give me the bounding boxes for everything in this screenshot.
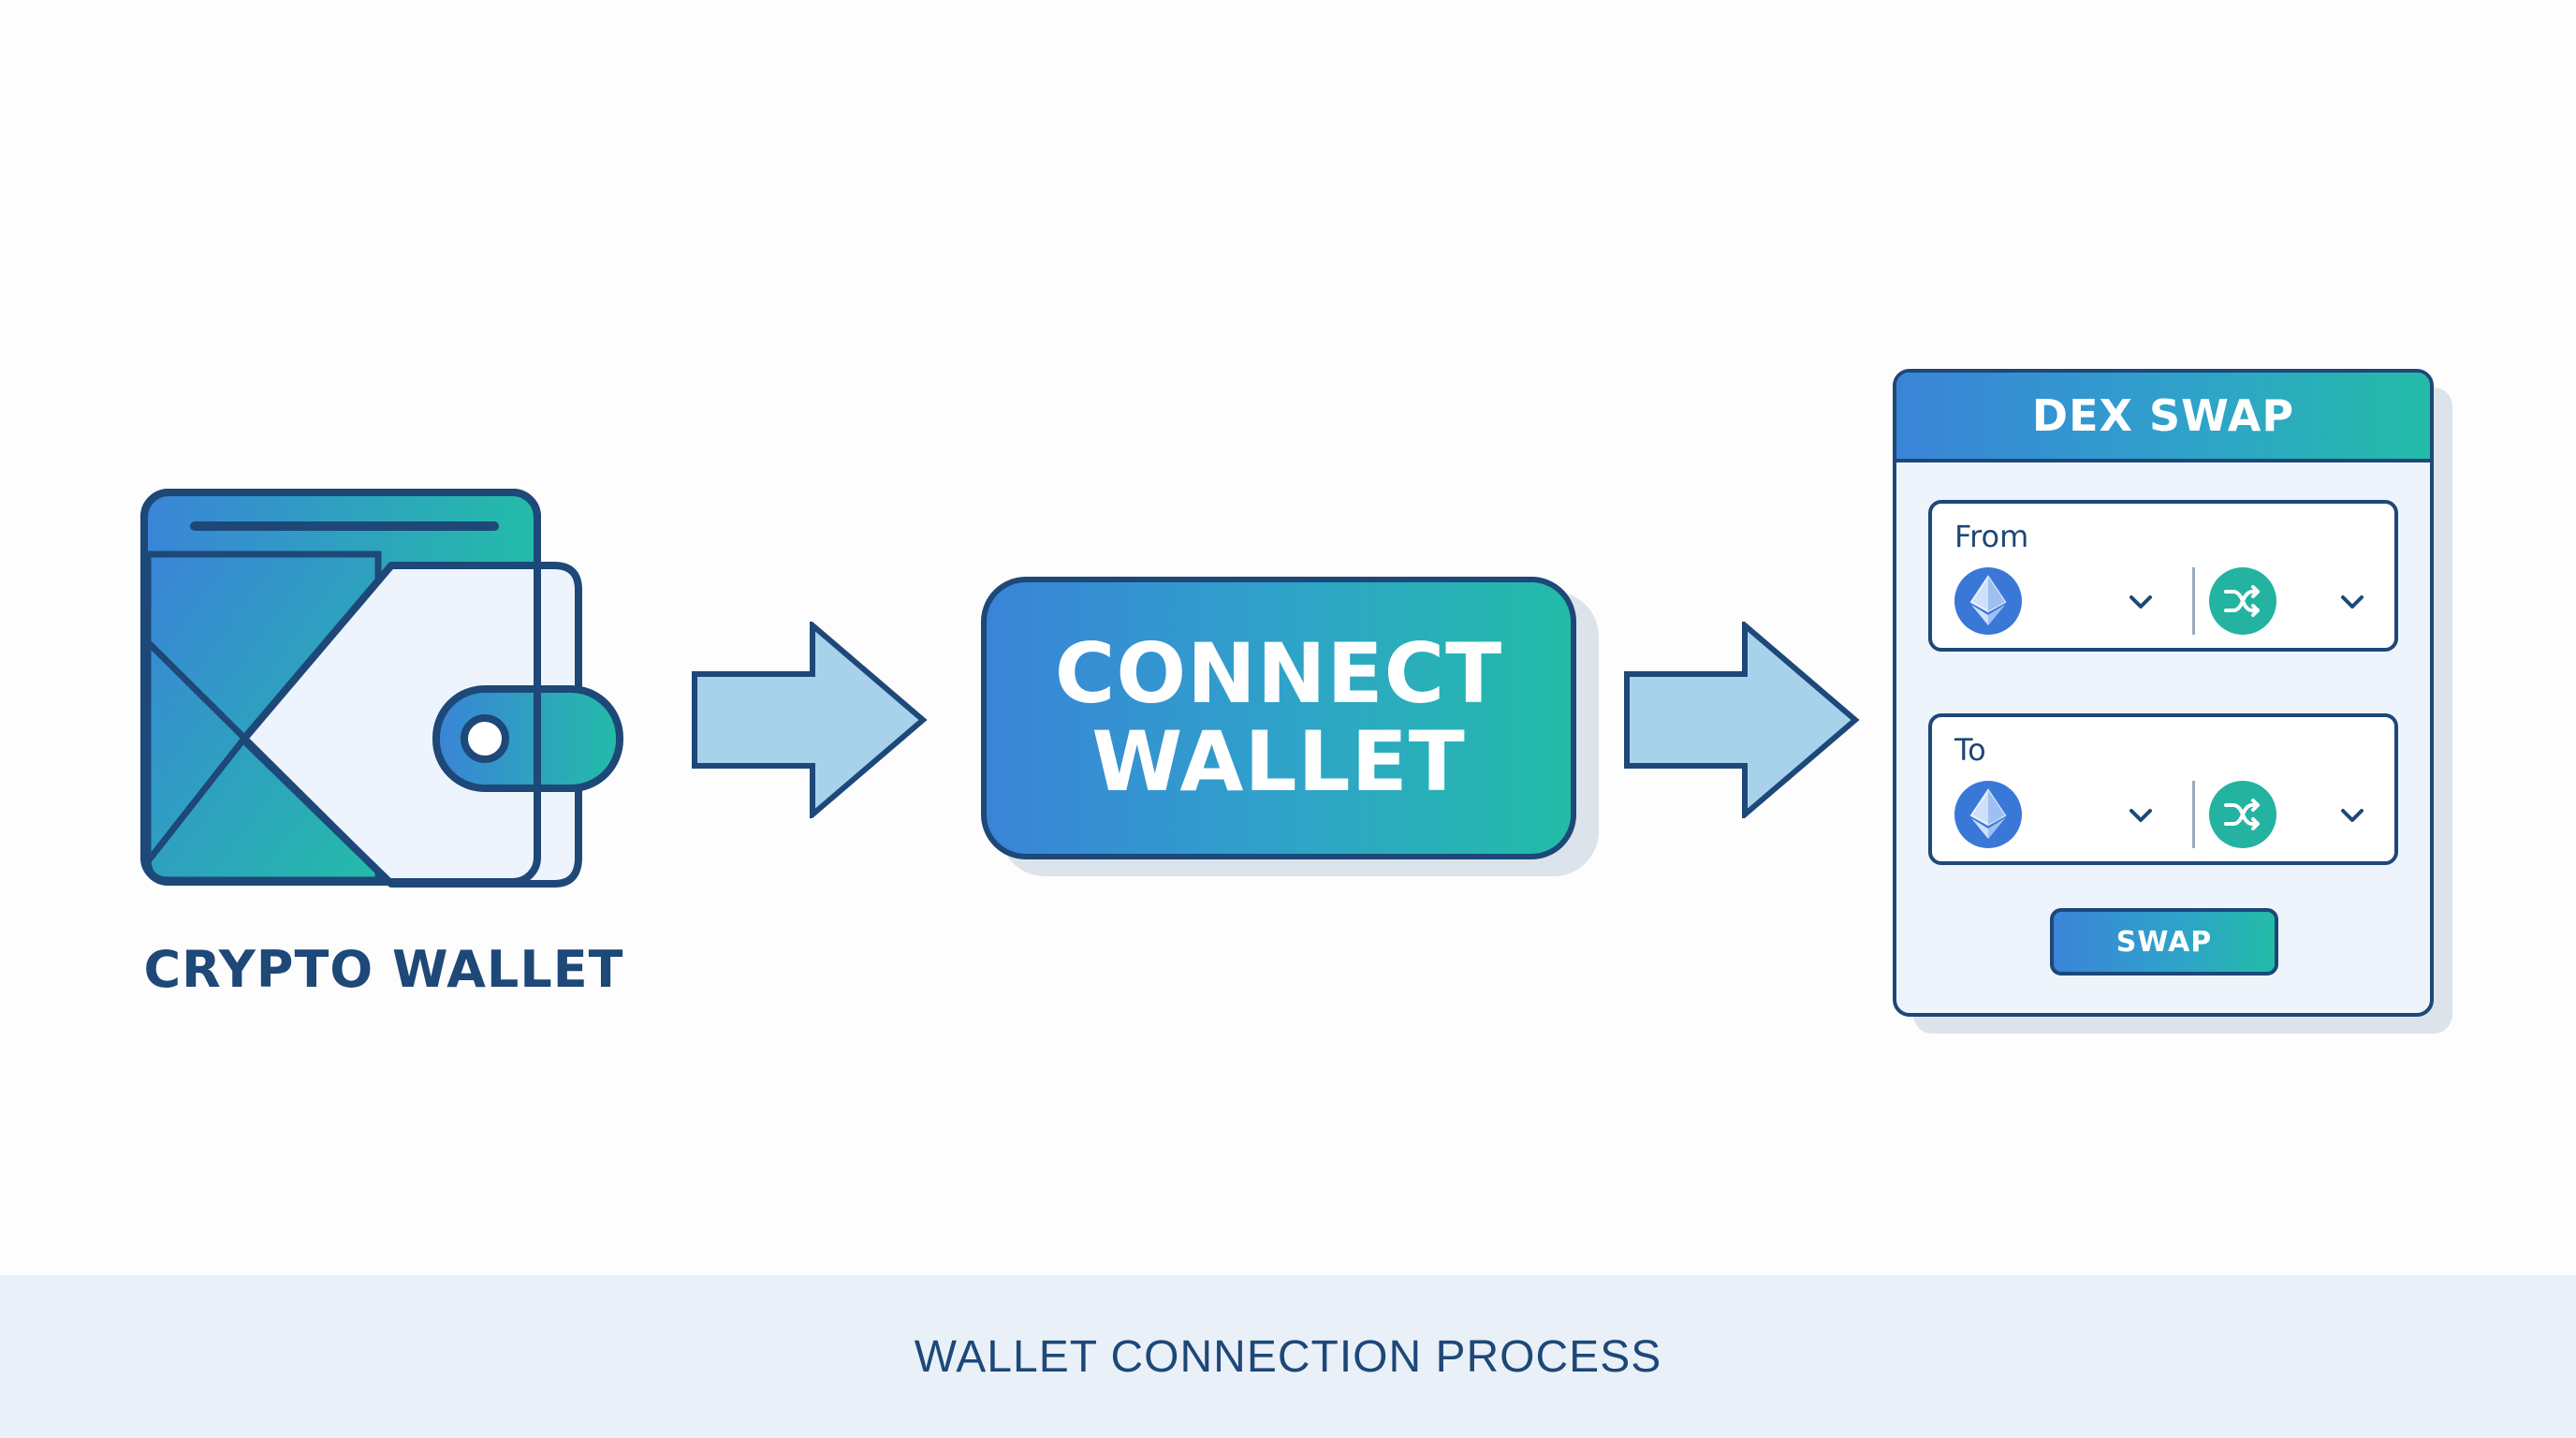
from-token-field[interactable]: From [1928, 500, 2398, 652]
chevron-down-icon[interactable] [2336, 800, 2368, 831]
chevron-down-icon[interactable] [2336, 586, 2368, 618]
connect-wallet-label: CONNECT WALLET [1055, 630, 1502, 806]
dex-swap-panel: DEX SWAP From [1893, 369, 2434, 1017]
chevron-down-icon[interactable] [2125, 800, 2157, 831]
footer-bar: WALLET CONNECTION PROCESS [0, 1275, 2576, 1438]
connect-wallet-line1: CONNECT [1054, 625, 1503, 722]
arrow-right-icon [1624, 622, 1860, 818]
wallet-label: CRYPTO WALLET [143, 940, 624, 999]
swap-button[interactable]: SWAP [2050, 908, 2278, 976]
from-label: From [1954, 519, 2029, 554]
chevron-down-icon[interactable] [2125, 586, 2157, 618]
token-separator [2192, 781, 2195, 848]
ethereum-icon[interactable] [1954, 567, 2022, 635]
shuffle-icon[interactable] [2209, 567, 2276, 635]
to-token-field[interactable]: To [1928, 713, 2398, 865]
connect-wallet-line2: WALLET [1091, 713, 1466, 810]
wallet-icon [140, 489, 623, 888]
ethereum-icon[interactable] [1954, 781, 2022, 848]
shuffle-icon[interactable] [2209, 781, 2276, 848]
swap-button-label: SWAP [2115, 925, 2213, 959]
connect-wallet-button[interactable]: CONNECT WALLET [981, 577, 1576, 859]
arrow-right-icon [692, 622, 928, 818]
token-separator [2192, 567, 2195, 635]
dex-title: DEX SWAP [2031, 390, 2295, 441]
dex-header: DEX SWAP [1896, 373, 2430, 462]
to-label: To [1954, 732, 1986, 768]
footer-caption: WALLET CONNECTION PROCESS [914, 1331, 1662, 1382]
